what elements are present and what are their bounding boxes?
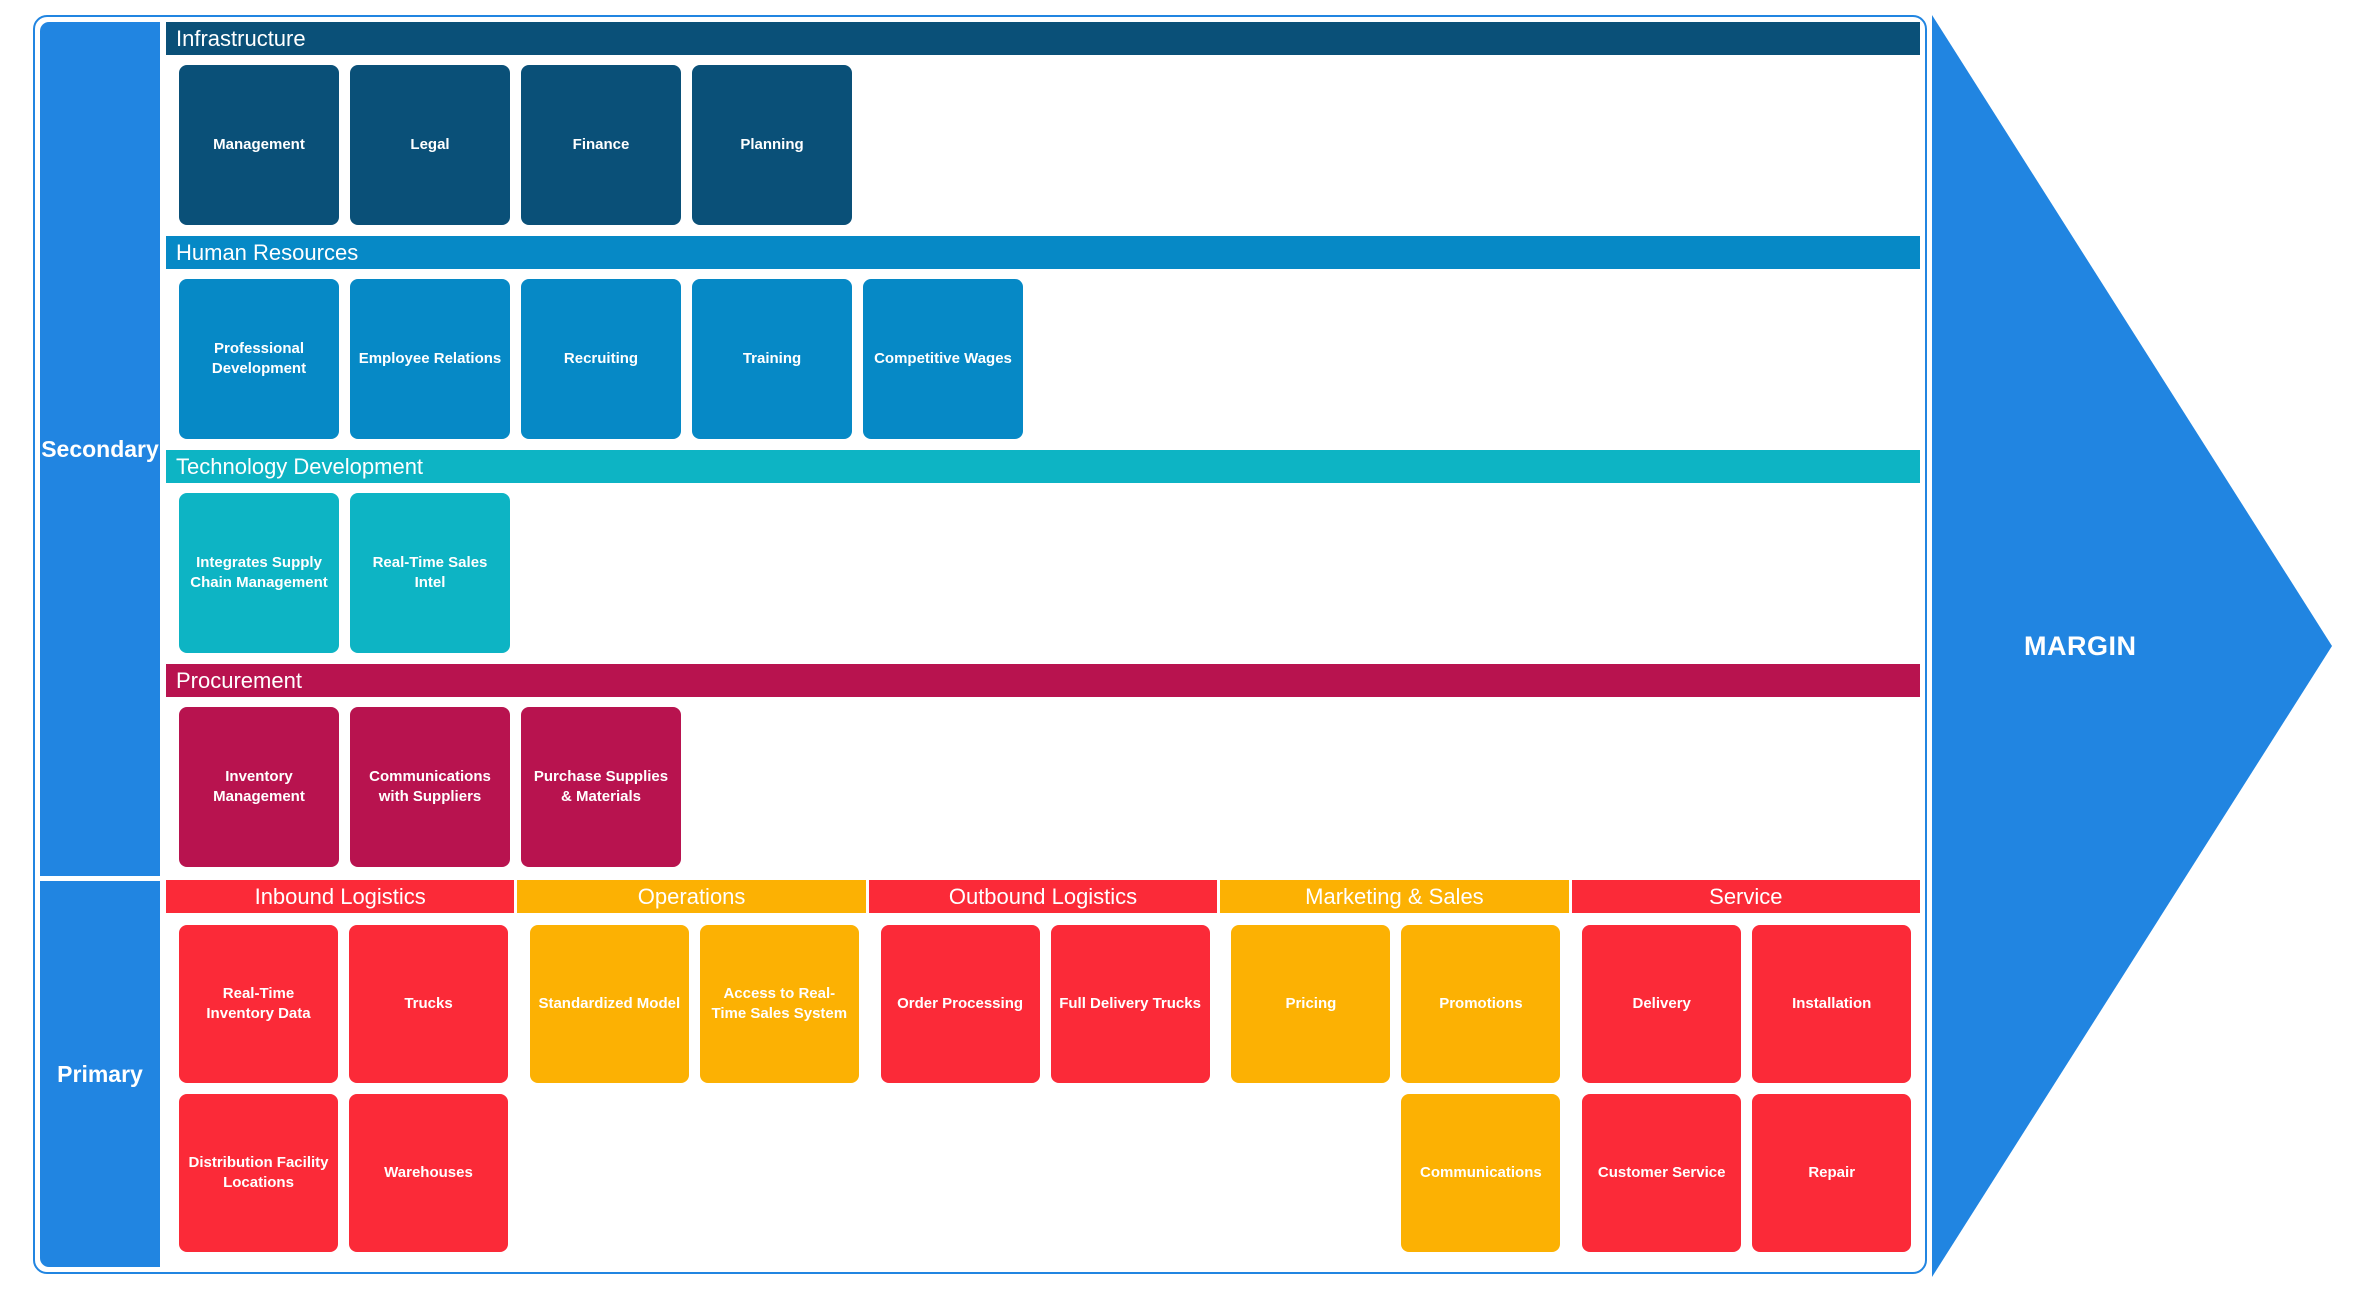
section-header-operations: Operations (517, 880, 866, 913)
secondary-label: Secondary (41, 435, 159, 462)
primary-label-cell: Primary (40, 881, 160, 1267)
card-repair: Repair (1752, 1094, 1912, 1252)
side-rail: Secondary Primary (40, 22, 160, 1267)
card-distribution-facility-locations: Distribution Facility Locations (179, 1094, 338, 1252)
card-employee-relations: Employee Relations (350, 279, 510, 439)
card-communications: Communications (1401, 1094, 1561, 1252)
section-header-outbound-logistics: Outbound Logistics (868, 880, 1218, 913)
card-trucks: Trucks (349, 925, 508, 1083)
section-header-infrastructure: Infrastructure (166, 22, 1920, 55)
card-communications-with-suppliers: Communications with Suppliers (350, 707, 510, 867)
card-standardized-model: Standardized Model (529, 925, 689, 1083)
secondary-row-procurement: Procurement Inventory Management Communi… (166, 664, 1920, 878)
secondary-label-cell: Secondary (40, 22, 160, 876)
card-training: Training (692, 279, 852, 439)
section-header-human-resources: Human Resources (166, 236, 1920, 269)
chain-frame: Secondary Primary Infrastructure Managem… (33, 15, 1927, 1274)
infrastructure-cards: Management Legal Finance Planning (166, 55, 1920, 236)
card-integrates-supply-chain-management: Integrates Supply Chain Management (179, 493, 339, 653)
human-resources-cards: Professional Development Employee Relati… (166, 269, 1920, 450)
card-real-time-sales-intel: Real-Time Sales Intel (350, 493, 510, 653)
margin-label: MARGIN (2024, 630, 2137, 661)
primary-column-marketing-sales: Pricing Promotions Communications (1218, 913, 1569, 1267)
procurement-cards: Inventory Management Communications with… (166, 697, 1920, 878)
card-access-to-real-time-sales-system: Access to Real-Time Sales System (699, 925, 859, 1083)
empty-card-slot (1231, 1094, 1390, 1252)
primary-label: Primary (57, 1060, 143, 1087)
primary-column-outbound-logistics: Order Processing Full Delivery Trucks (868, 913, 1219, 1267)
card-promotions: Promotions (1401, 925, 1561, 1083)
secondary-row-human-resources: Human Resources Professional Development… (166, 236, 1920, 450)
primary-column-operations: Standardized Model Access to Real-Time S… (517, 913, 868, 1267)
card-planning: Planning (692, 65, 852, 225)
chain-content: Infrastructure Management Legal Finance … (166, 22, 1921, 1267)
card-installation: Installation (1752, 925, 1912, 1083)
card-delivery: Delivery (1582, 925, 1742, 1083)
card-recruiting: Recruiting (521, 279, 681, 439)
card-real-time-inventory-data: Real-Time Inventory Data (179, 925, 338, 1083)
card-customer-service: Customer Service (1582, 1094, 1742, 1252)
card-professional-development: Professional Development (179, 279, 339, 439)
section-header-marketing-sales: Marketing & Sales (1220, 880, 1569, 913)
margin-arrow: MARGIN (1932, 15, 2332, 1277)
section-header-technology-development: Technology Development (166, 450, 1920, 483)
section-header-service: Service (1571, 880, 1921, 913)
card-pricing: Pricing (1231, 925, 1391, 1083)
primary-column-inbound-logistics: Real-Time Inventory Data Trucks Distribu… (166, 913, 517, 1267)
card-finance: Finance (521, 65, 681, 225)
primary-body: Real-Time Inventory Data Trucks Distribu… (166, 913, 1920, 1267)
section-header-procurement: Procurement (166, 664, 1920, 697)
secondary-row-infrastructure: Infrastructure Management Legal Finance … (166, 22, 1920, 236)
card-management: Management (179, 65, 339, 225)
card-inventory-management: Inventory Management (179, 707, 339, 867)
primary-column-service: Delivery Installation Customer Service R… (1569, 913, 1920, 1267)
card-legal: Legal (350, 65, 510, 225)
card-competitive-wages: Competitive Wages (863, 279, 1023, 439)
section-header-inbound-logistics: Inbound Logistics (166, 880, 515, 913)
card-warehouses: Warehouses (349, 1094, 508, 1252)
primary-headers: Inbound Logistics Operations Outbound Lo… (166, 880, 1921, 913)
card-full-delivery-trucks: Full Delivery Trucks (1050, 925, 1210, 1083)
card-order-processing: Order Processing (880, 925, 1040, 1083)
technology-development-cards: Integrates Supply Chain Management Real-… (166, 483, 1920, 664)
card-purchase-supplies-materials: Purchase Supplies & Materials (521, 707, 681, 867)
secondary-row-technology-development: Technology Development Integrates Supply… (166, 450, 1920, 664)
